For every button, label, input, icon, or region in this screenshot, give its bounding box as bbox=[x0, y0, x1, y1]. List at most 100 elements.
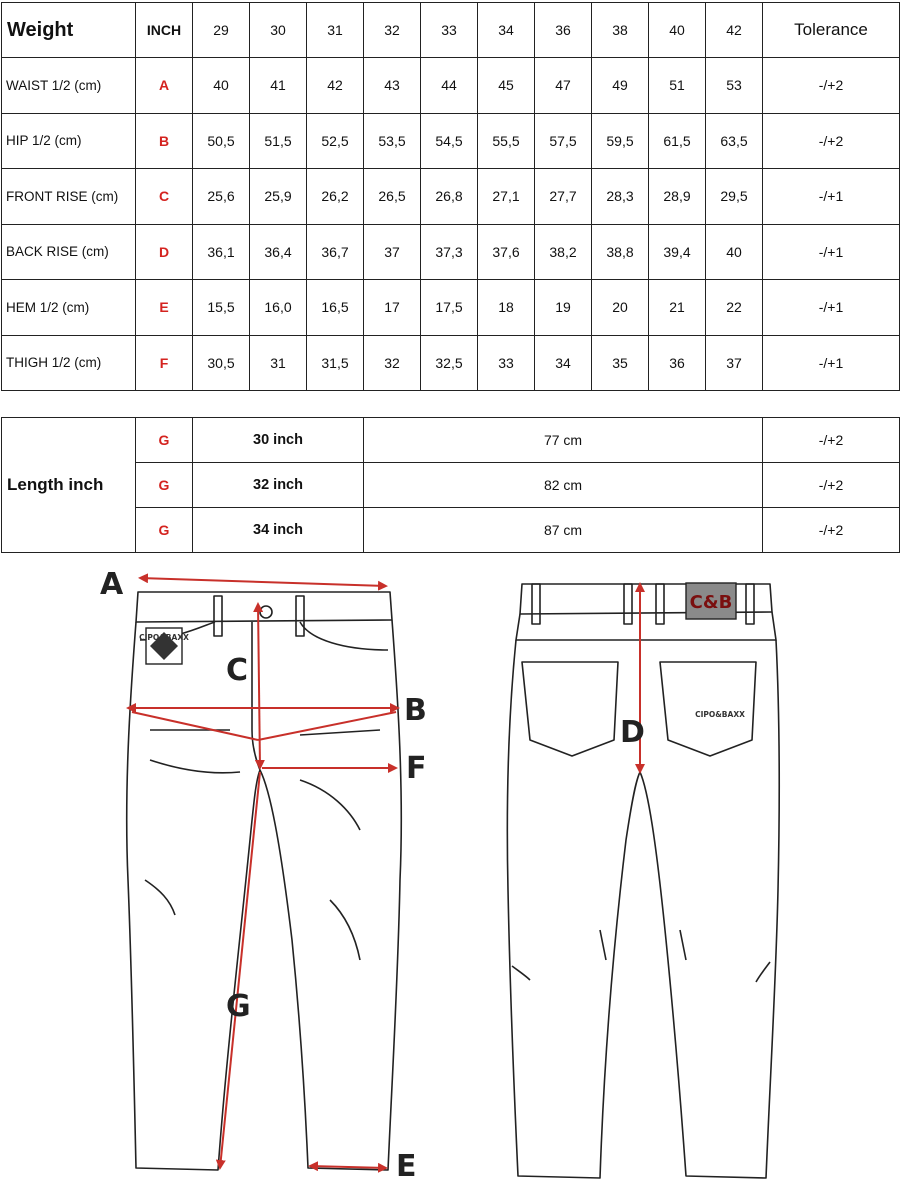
measurement-value: 15,5 bbox=[192, 279, 250, 336]
measurement-label: FRONT RISE (cm) bbox=[1, 168, 136, 225]
wrinkle bbox=[679, 929, 687, 961]
measurement-value: 26,8 bbox=[420, 168, 478, 225]
measurement-value: 35 bbox=[591, 334, 649, 391]
measurement-value: 29,5 bbox=[705, 168, 763, 225]
measurement-value: 17 bbox=[363, 279, 421, 336]
wrinkle bbox=[299, 729, 381, 736]
measurement-value: 33 bbox=[477, 334, 535, 391]
measurement-value: 51,5 bbox=[249, 112, 307, 169]
tolerance-header: Tolerance bbox=[762, 2, 900, 58]
measurement-value: 53,5 bbox=[363, 112, 421, 169]
measurement-value: 59,5 bbox=[591, 112, 649, 169]
front-jeans bbox=[125, 591, 403, 1171]
length-tolerance: -/+2 bbox=[762, 417, 900, 463]
measurement-value: 36,7 bbox=[306, 223, 364, 280]
belt-loop bbox=[295, 595, 305, 637]
jeans-measurement-diagram: CIPO&BAXX A B C F G E C&B CIPO&BAXX D bbox=[100, 567, 781, 1184]
back-belt-loop bbox=[745, 583, 755, 625]
length-inch: 30 inch bbox=[192, 417, 364, 463]
front-button bbox=[259, 605, 273, 619]
size-header: 29 bbox=[192, 2, 250, 58]
measurement-value: 18 bbox=[477, 279, 535, 336]
measurement-value: 31 bbox=[249, 334, 307, 391]
measurement-tolerance: -/+1 bbox=[762, 223, 900, 280]
measurement-value: 32,5 bbox=[420, 334, 478, 391]
measurement-value: 61,5 bbox=[648, 112, 706, 169]
length-cm: 82 cm bbox=[363, 462, 763, 508]
measurement-value: 37,6 bbox=[477, 223, 535, 280]
measurement-tolerance: -/+2 bbox=[762, 112, 900, 169]
measurement-label: THIGH 1/2 (cm) bbox=[1, 334, 136, 391]
measure-line-e bbox=[308, 1161, 388, 1173]
size-header: 33 bbox=[420, 2, 478, 58]
marker-d: D bbox=[620, 715, 645, 750]
back-belt-loop bbox=[655, 583, 665, 625]
measurement-value: 47 bbox=[534, 57, 592, 114]
measurement-value: 26,5 bbox=[363, 168, 421, 225]
weight-title: Weight bbox=[1, 2, 136, 58]
measurement-value: 19 bbox=[534, 279, 592, 336]
measurement-value: 38,2 bbox=[534, 223, 592, 280]
measurement-value: 25,9 bbox=[249, 168, 307, 225]
measurement-value: 17,5 bbox=[420, 279, 478, 336]
size-header-row: Weight INCH 29 30 31 32 33 34 36 38 40 4… bbox=[1, 2, 900, 58]
measurement-label: HEM 1/2 (cm) bbox=[1, 279, 136, 336]
front-pocket-right bbox=[299, 621, 389, 651]
measure-line-b-diag bbox=[257, 711, 397, 741]
measurement-value: 28,3 bbox=[591, 168, 649, 225]
measurement-tolerance: -/+1 bbox=[762, 168, 900, 225]
marker-a: A bbox=[100, 567, 124, 602]
size-header: 32 bbox=[363, 2, 421, 58]
back-brand-patch: C&B bbox=[685, 582, 737, 620]
wrinkle bbox=[511, 965, 531, 981]
measurement-value: 43 bbox=[363, 57, 421, 114]
measurement-value: 36,4 bbox=[249, 223, 307, 280]
measurement-value: 32 bbox=[363, 334, 421, 391]
measurement-tolerance: -/+2 bbox=[762, 57, 900, 114]
measurement-value: 63,5 bbox=[705, 112, 763, 169]
measurement-value: 27,7 bbox=[534, 168, 592, 225]
measurement-tolerance: -/+1 bbox=[762, 279, 900, 336]
measurement-code: E bbox=[135, 279, 193, 336]
size-header: 38 bbox=[591, 2, 649, 58]
back-pocket-logo: CIPO&BAXX bbox=[695, 710, 745, 719]
measurement-code: B bbox=[135, 112, 193, 169]
measurement-value: 27,1 bbox=[477, 168, 535, 225]
length-code: G bbox=[135, 507, 193, 553]
marker-b: B bbox=[404, 693, 427, 728]
marker-f: F bbox=[406, 751, 427, 786]
marker-c: C bbox=[226, 653, 248, 688]
measurement-value: 26,2 bbox=[306, 168, 364, 225]
measurement-value: 42 bbox=[306, 57, 364, 114]
size-table: Weight INCH 29 30 31 32 33 34 36 38 40 4… bbox=[1, 2, 900, 391]
measurement-code: A bbox=[135, 57, 193, 114]
length-cm: 77 cm bbox=[363, 417, 763, 463]
measurement-value: 16,5 bbox=[306, 279, 364, 336]
measurement-code: D bbox=[135, 223, 193, 280]
measurement-value: 38,8 bbox=[591, 223, 649, 280]
measurement-value: 40 bbox=[192, 57, 250, 114]
back-belt-loop bbox=[531, 583, 541, 625]
measurement-value: 36 bbox=[648, 334, 706, 391]
back-jeans bbox=[506, 583, 781, 1179]
length-inch: 34 inch bbox=[192, 507, 364, 553]
measurement-value: 57,5 bbox=[534, 112, 592, 169]
measurement-value: 34 bbox=[534, 334, 592, 391]
measurement-value: 22 bbox=[705, 279, 763, 336]
measurement-value: 37 bbox=[363, 223, 421, 280]
length-title: Length inch bbox=[1, 417, 136, 553]
measurement-label: HIP 1/2 (cm) bbox=[1, 112, 136, 169]
wrinkle bbox=[329, 899, 361, 961]
size-header: 42 bbox=[705, 2, 763, 58]
measurement-tolerance: -/+1 bbox=[762, 334, 900, 391]
measurement-value: 37 bbox=[705, 334, 763, 391]
length-code: G bbox=[135, 462, 193, 508]
measurement-value: 54,5 bbox=[420, 112, 478, 169]
marker-e: E bbox=[396, 1149, 417, 1184]
